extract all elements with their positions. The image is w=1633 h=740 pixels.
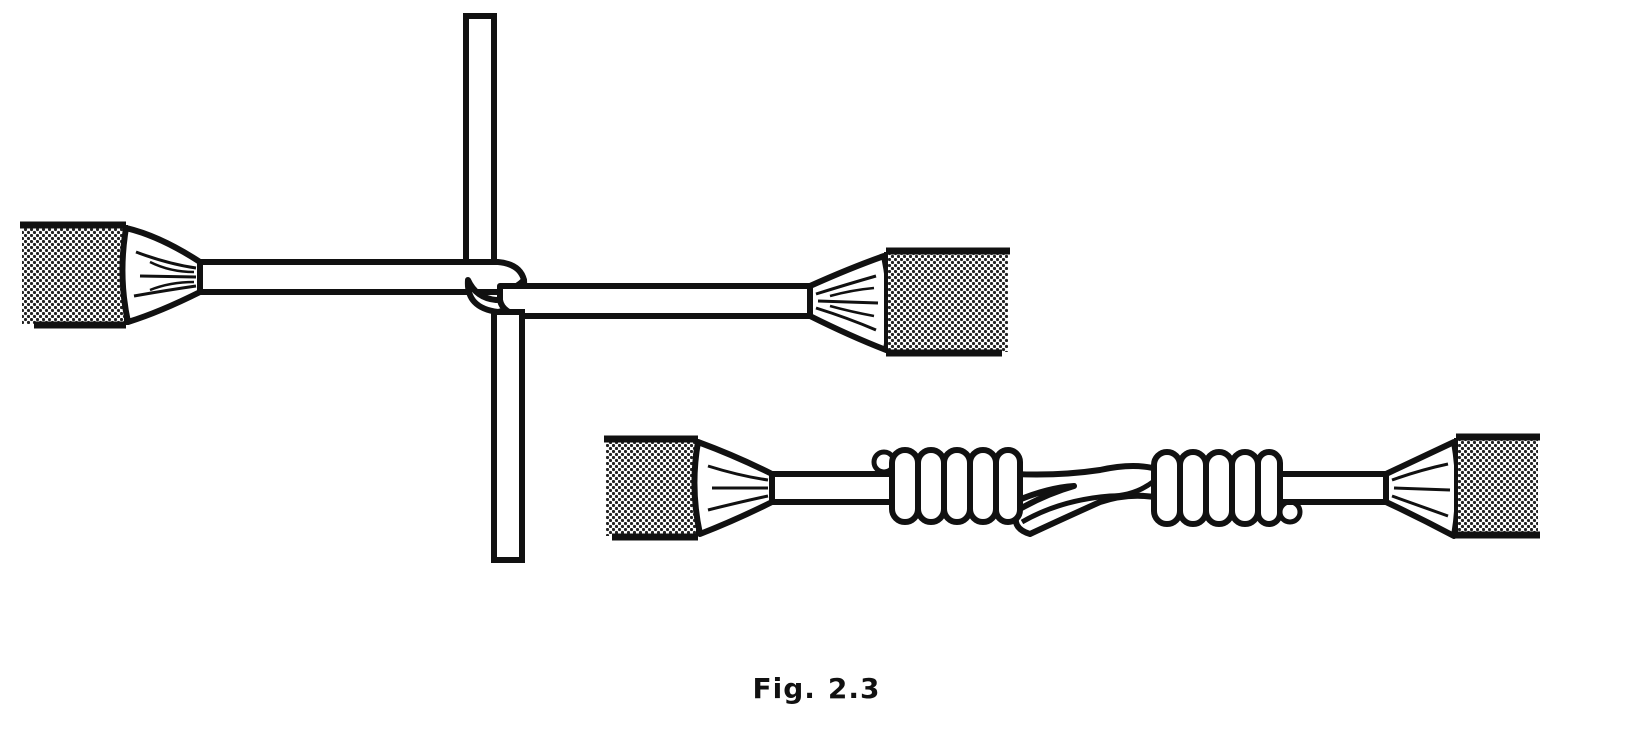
- splice-joint-diagram: [604, 433, 1540, 541]
- figure-caption-prefix: Fig.: [752, 672, 816, 705]
- splice-right-insulation: [1454, 433, 1540, 539]
- splice-left-fan: [691, 439, 775, 537]
- splice-left-coil: [871, 447, 1023, 525]
- splice-left-insulation: [604, 435, 700, 541]
- right-wire-fan: [807, 253, 893, 353]
- tap-wire-upper: [463, 13, 497, 281]
- tap-wire-lower: [491, 309, 525, 563]
- main-wire-right: [497, 283, 813, 319]
- splice-left-wire: [769, 471, 895, 505]
- splice-twist-strand: [1020, 472, 1164, 525]
- right-wire-insulation: [884, 247, 1010, 357]
- tap-joint-diagram: [20, 13, 1010, 563]
- left-wire-fan: [119, 225, 203, 325]
- left-wire-insulation: [20, 221, 128, 329]
- splice-right-fan: [1383, 439, 1461, 539]
- figure-caption: Fig. 2.3: [0, 672, 1633, 705]
- splice-right-coil: [1151, 449, 1303, 527]
- figure-caption-number: 2.3: [827, 672, 881, 705]
- splice-right-wire: [1277, 471, 1389, 505]
